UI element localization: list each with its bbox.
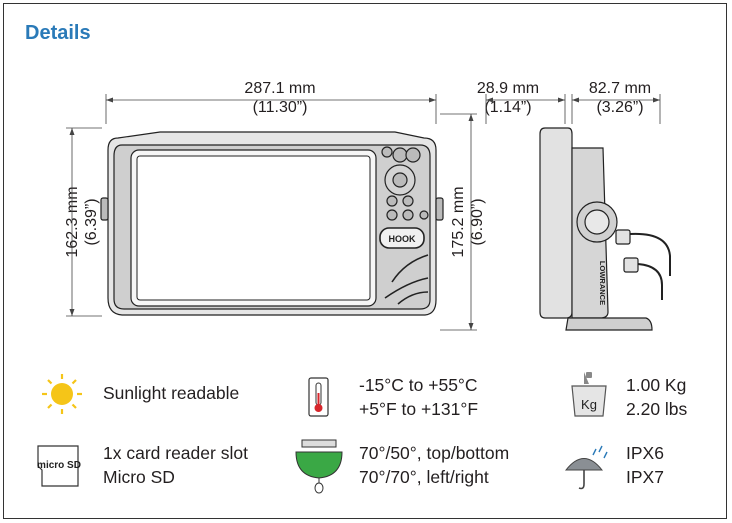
- feature-sunlight: Sunlight readable: [103, 381, 239, 405]
- feature-viewing-angle: 70°/50°, top/bottom 70°/70°, left/right: [359, 441, 509, 489]
- device-side-view: [539, 127, 671, 331]
- weight-icon: [571, 372, 607, 417]
- mount-depth-in: (3.26”): [596, 99, 644, 116]
- sun-icon: [42, 374, 82, 414]
- feature-line: Sunlight readable: [103, 383, 240, 403]
- feature-line: 1x card reader slot: [103, 443, 248, 463]
- feature-card-reader: 1x card reader slot Micro SD: [103, 441, 248, 489]
- feature-line: IPX7: [626, 467, 664, 487]
- depth-in: (1.14”): [484, 99, 532, 116]
- feature-weight: 1.00 Kg 2.20 lbs: [626, 373, 687, 421]
- hook-logo: HOOK: [389, 234, 417, 244]
- feature-temperature: -15°C to +55°C +5°F to +131°F: [359, 373, 478, 421]
- mount-depth-dimension-label: 82.7 mm (3.26”): [580, 79, 660, 117]
- width-in: (11.30”): [252, 99, 308, 116]
- dimension-lines: [66, 94, 661, 331]
- device-front-view: [100, 131, 444, 316]
- mount-depth-mm: 82.7 mm: [588, 80, 652, 97]
- feature-line: Micro SD: [103, 467, 175, 487]
- details-panel-frame: [3, 3, 727, 519]
- depth-mm: 28.9 mm: [476, 80, 540, 97]
- weight-icon-label: Kg: [581, 397, 597, 412]
- feature-line: 2.20 lbs: [626, 399, 688, 419]
- feature-line: IPX6: [626, 443, 664, 463]
- thermometer-icon: [308, 377, 329, 417]
- width-dimension-label: 287.1 mm (11.30”): [215, 79, 345, 117]
- microsd-icon-label: micro SD: [37, 460, 81, 471]
- umbrella-rain-icon: [564, 445, 608, 490]
- feature-line: -15°C to +55°C: [359, 375, 478, 395]
- viewing-angle-icon: [295, 439, 343, 494]
- feature-line: 1.00 Kg: [626, 375, 687, 395]
- feature-line: 70°/50°, top/bottom: [359, 443, 510, 463]
- depth-dimension-label: 28.9 mm (1.14”): [468, 79, 548, 117]
- feature-waterproof: IPX6 IPX7: [626, 441, 664, 489]
- microsd-card-icon: [37, 445, 79, 487]
- feature-line: +5°F to +131°F: [359, 399, 479, 419]
- feature-line: 70°/70°, left/right: [359, 467, 489, 487]
- lowrance-side-brand: LOWRANCE: [598, 261, 607, 305]
- width-mm: 287.1 mm: [244, 80, 316, 97]
- section-title: Details: [25, 22, 91, 44]
